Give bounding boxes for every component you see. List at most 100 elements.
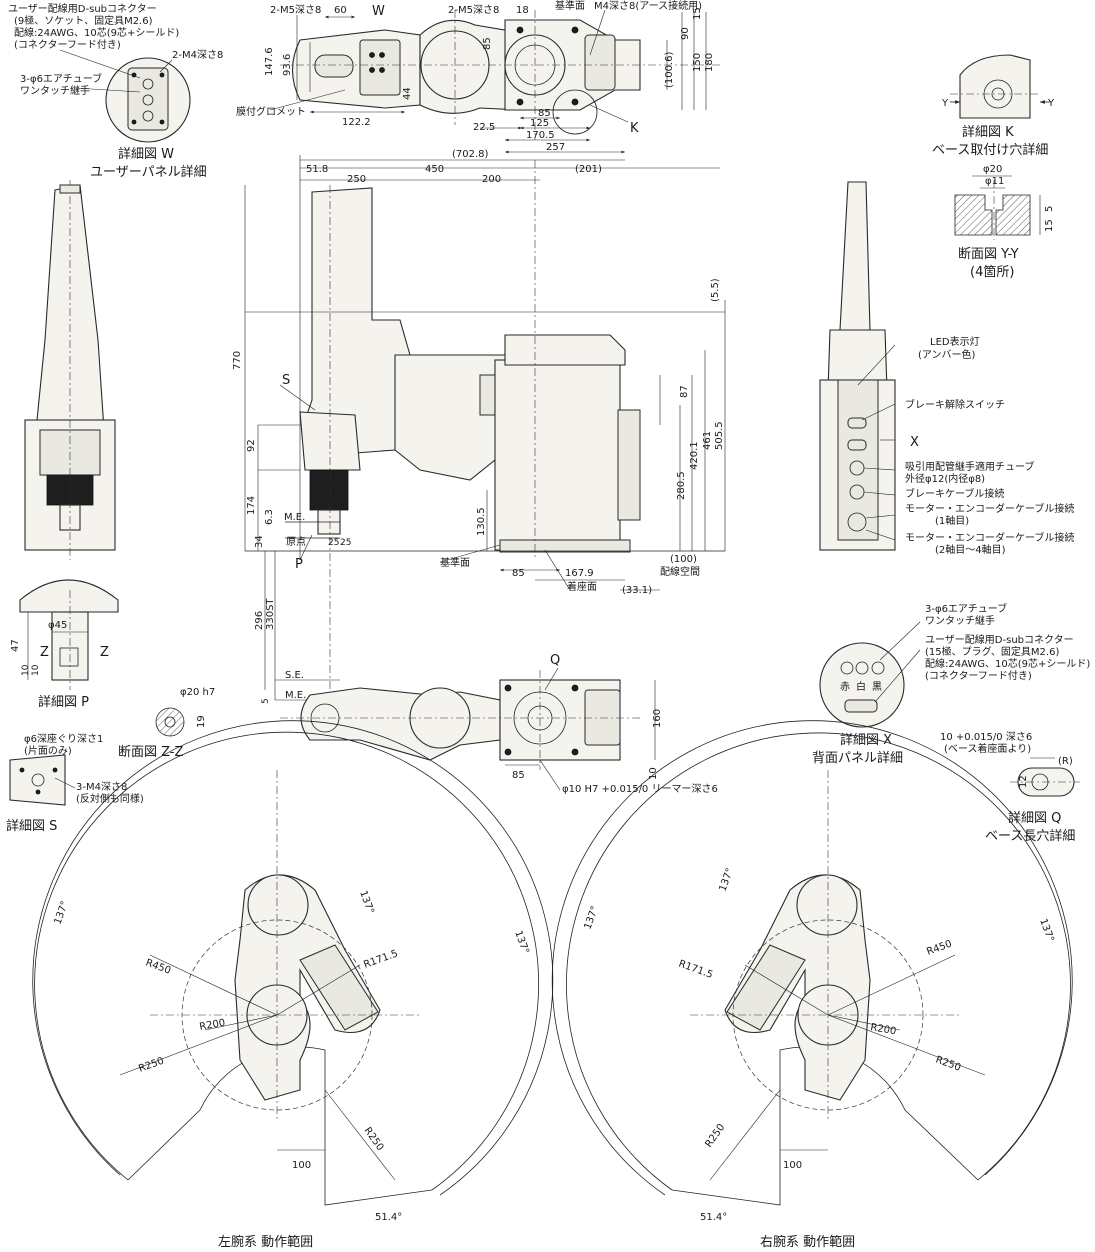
front-view-left xyxy=(24,180,116,560)
side-d25b: 25 xyxy=(340,538,351,548)
p-phi45: φ45 xyxy=(48,620,67,631)
zz-d19: 19 xyxy=(196,715,207,728)
top-d180: 180 xyxy=(704,53,715,72)
x-black: 黒 xyxy=(872,681,882,693)
rl-a137a: 137° xyxy=(52,900,71,926)
top-grommet: 膜付グロメット xyxy=(236,105,306,118)
rl-r250b: R250 xyxy=(362,1125,386,1153)
top-d150: 150 xyxy=(692,53,703,72)
x-title-2: 背面パネル詳細 xyxy=(812,750,903,766)
back-motor-1b: (1軸目) xyxy=(935,514,969,527)
detail-x: 3-φ6エアチューブ ワンタッチ継手 ユーザー配線用D-subコネクター (15… xyxy=(812,602,1090,766)
side-d51-8: 51.8 xyxy=(306,164,328,175)
rr-r450: R450 xyxy=(925,939,953,958)
top-d170-5: 170.5 xyxy=(526,130,555,141)
top-d15: 15 xyxy=(692,7,703,20)
k-y-left: Y xyxy=(941,98,949,109)
k-sec-title-1: 断面図 Y-Y xyxy=(958,247,1019,262)
s-counterbore: φ6深座ぐり深さ1 xyxy=(24,732,103,745)
top-d90: 90 xyxy=(680,27,691,40)
side-d33-1: (33.1) xyxy=(622,585,652,596)
side-d5: 5 xyxy=(261,698,271,704)
back-motor-1: モーター・エンコーダーケーブル接続 xyxy=(905,502,1074,515)
side-me2: M.E. xyxy=(285,690,306,701)
back-view: LED表示灯 (アンバー色) ブレーキ解除スイッチ X 吸引用配管継手適用チュー… xyxy=(819,181,1074,556)
detail-s: φ6深座ぐり深さ1 (片面のみ) 3-M4深さ8 (反対側も同様) 詳細図 S xyxy=(6,732,144,834)
side-d200: 200 xyxy=(482,174,501,185)
top-ref-plane: 基準面 xyxy=(555,0,585,12)
back-brake-switch: ブレーキ解除スイッチ xyxy=(905,398,1005,411)
x-dsub-4: (コネクターフード付き) xyxy=(925,669,1032,682)
x-white: 白 xyxy=(856,680,866,693)
side-d5-5: (5.5) xyxy=(710,278,721,302)
w-dsub-1: ユーザー配線用D-subコネクター xyxy=(8,2,157,15)
side-d85: 85 xyxy=(512,568,525,579)
range-right: 137° 137° 137° R450 R171.5 R200 R250 R25… xyxy=(551,720,1073,1250)
back-motor-2: モーター・エンコーダーケーブル接続 xyxy=(905,531,1074,544)
rl-r450: R450 xyxy=(144,957,172,976)
top-d22-5: 22.5 xyxy=(473,122,495,133)
x-dsub-1: ユーザー配線用D-subコネクター xyxy=(925,633,1074,646)
rl-a51-4: 51.4° xyxy=(375,1212,402,1223)
top-d100-6: (100.6) xyxy=(664,51,675,88)
p-d10b: 10 xyxy=(31,664,41,676)
top-d122-2: 122.2 xyxy=(342,117,371,128)
top-view: 2-M5深さ8 60 W 2-M5深さ8 18 基準面 M4深さ8(アース接続用… xyxy=(236,0,720,154)
p-title: 詳細図 P xyxy=(38,694,89,710)
s-title: 詳細図 S xyxy=(6,818,57,834)
rl-a137b: 137° xyxy=(357,889,376,915)
detail-k: Y Y 詳細図 K ベース取付け穴詳細 φ20 φ11 5 15 断面図 Y-Y… xyxy=(932,54,1055,280)
side-d174: 174 xyxy=(246,496,257,515)
q-tol: 10 +0.015/0 深さ6 xyxy=(940,731,1032,743)
back-x-label: X xyxy=(910,435,919,450)
k-y-right: Y xyxy=(1047,98,1055,109)
k-phi11: φ11 xyxy=(985,176,1004,187)
rr-a137c: 137° xyxy=(1037,917,1056,943)
back-motor-2b: (2軸目〜4軸目) xyxy=(935,543,1006,556)
side-d296: 296 xyxy=(254,611,265,630)
side-d100: (100) xyxy=(670,554,697,565)
back-led: LED表示灯 xyxy=(930,335,980,348)
k-sec-title-2: (4箇所) xyxy=(970,264,1014,280)
w-dsub-2: (9極、ソケット、固定具M2.6) xyxy=(14,14,153,27)
top-m5-right: 2-M5深さ8 xyxy=(448,4,499,16)
top-m5-left: 2-M5深さ8 xyxy=(270,4,321,16)
q-r: (R) xyxy=(1058,756,1073,767)
side-origin: 原点 xyxy=(286,536,306,548)
rr-r250a: R250 xyxy=(934,1054,962,1073)
q-title-2: ベース長穴詳細 xyxy=(985,828,1075,844)
side-p-label: P xyxy=(295,557,303,572)
rr-a137a: 137° xyxy=(582,905,601,931)
side-s-label: S xyxy=(282,373,290,388)
top-k-label: K xyxy=(630,121,639,136)
rl-a137c: 137° xyxy=(512,929,531,955)
w-title-1: 詳細図 W xyxy=(118,146,174,162)
side-d420-1: 420.1 xyxy=(689,441,700,470)
rr-a137b: 137° xyxy=(717,867,736,893)
s-m4: 3-M4深さ8 xyxy=(76,781,127,793)
x-dsub-3: 配線:24AWG、10芯(9芯+シールド) xyxy=(925,657,1090,670)
k-d5: 5 xyxy=(1044,206,1055,212)
q-title-1: 詳細図 Q xyxy=(1008,810,1061,826)
detail-w: ユーザー配線用D-subコネクター (9極、ソケット、固定具M2.6) 配線:2… xyxy=(8,2,223,180)
x-air-1: 3-φ6エアチューブ xyxy=(925,602,1007,615)
s-one-side: (片面のみ) xyxy=(24,744,72,757)
base-view: Q 160 85 10 φ10 H7 +0.015/0 リーマー深さ6 xyxy=(280,653,718,795)
base-q-label: Q xyxy=(550,653,560,668)
w-title-2: ユーザーパネル詳細 xyxy=(90,164,207,180)
top-d60: 60 xyxy=(334,5,347,16)
side-d702-8: (702.8) xyxy=(452,149,489,160)
back-amber: (アンバー色) xyxy=(918,348,976,361)
top-d125: 125 xyxy=(530,118,549,129)
rl-r171-5: R171.5 xyxy=(362,948,399,971)
side-d280-5: 280.5 xyxy=(676,471,687,500)
back-suction-1: 吸引用配管継手適用チューブ xyxy=(905,460,1034,473)
side-d167-9: 167.9 xyxy=(565,568,594,579)
side-view: 51.8 450 (702.8) 250 200 (201) (5.5) 770… xyxy=(232,149,726,704)
top-m4-earth: M4深さ8(アース接続用) xyxy=(594,0,702,12)
detail-q: 10 +0.015/0 深さ6 (ベース着座面より) (R) 12 詳細図 Q … xyxy=(940,731,1080,844)
top-d93-6: 93.6 xyxy=(282,54,293,76)
k-phi20: φ20 xyxy=(983,164,1002,175)
p-z1: Z xyxy=(40,645,49,660)
rl-d100: 100 xyxy=(292,1160,311,1171)
